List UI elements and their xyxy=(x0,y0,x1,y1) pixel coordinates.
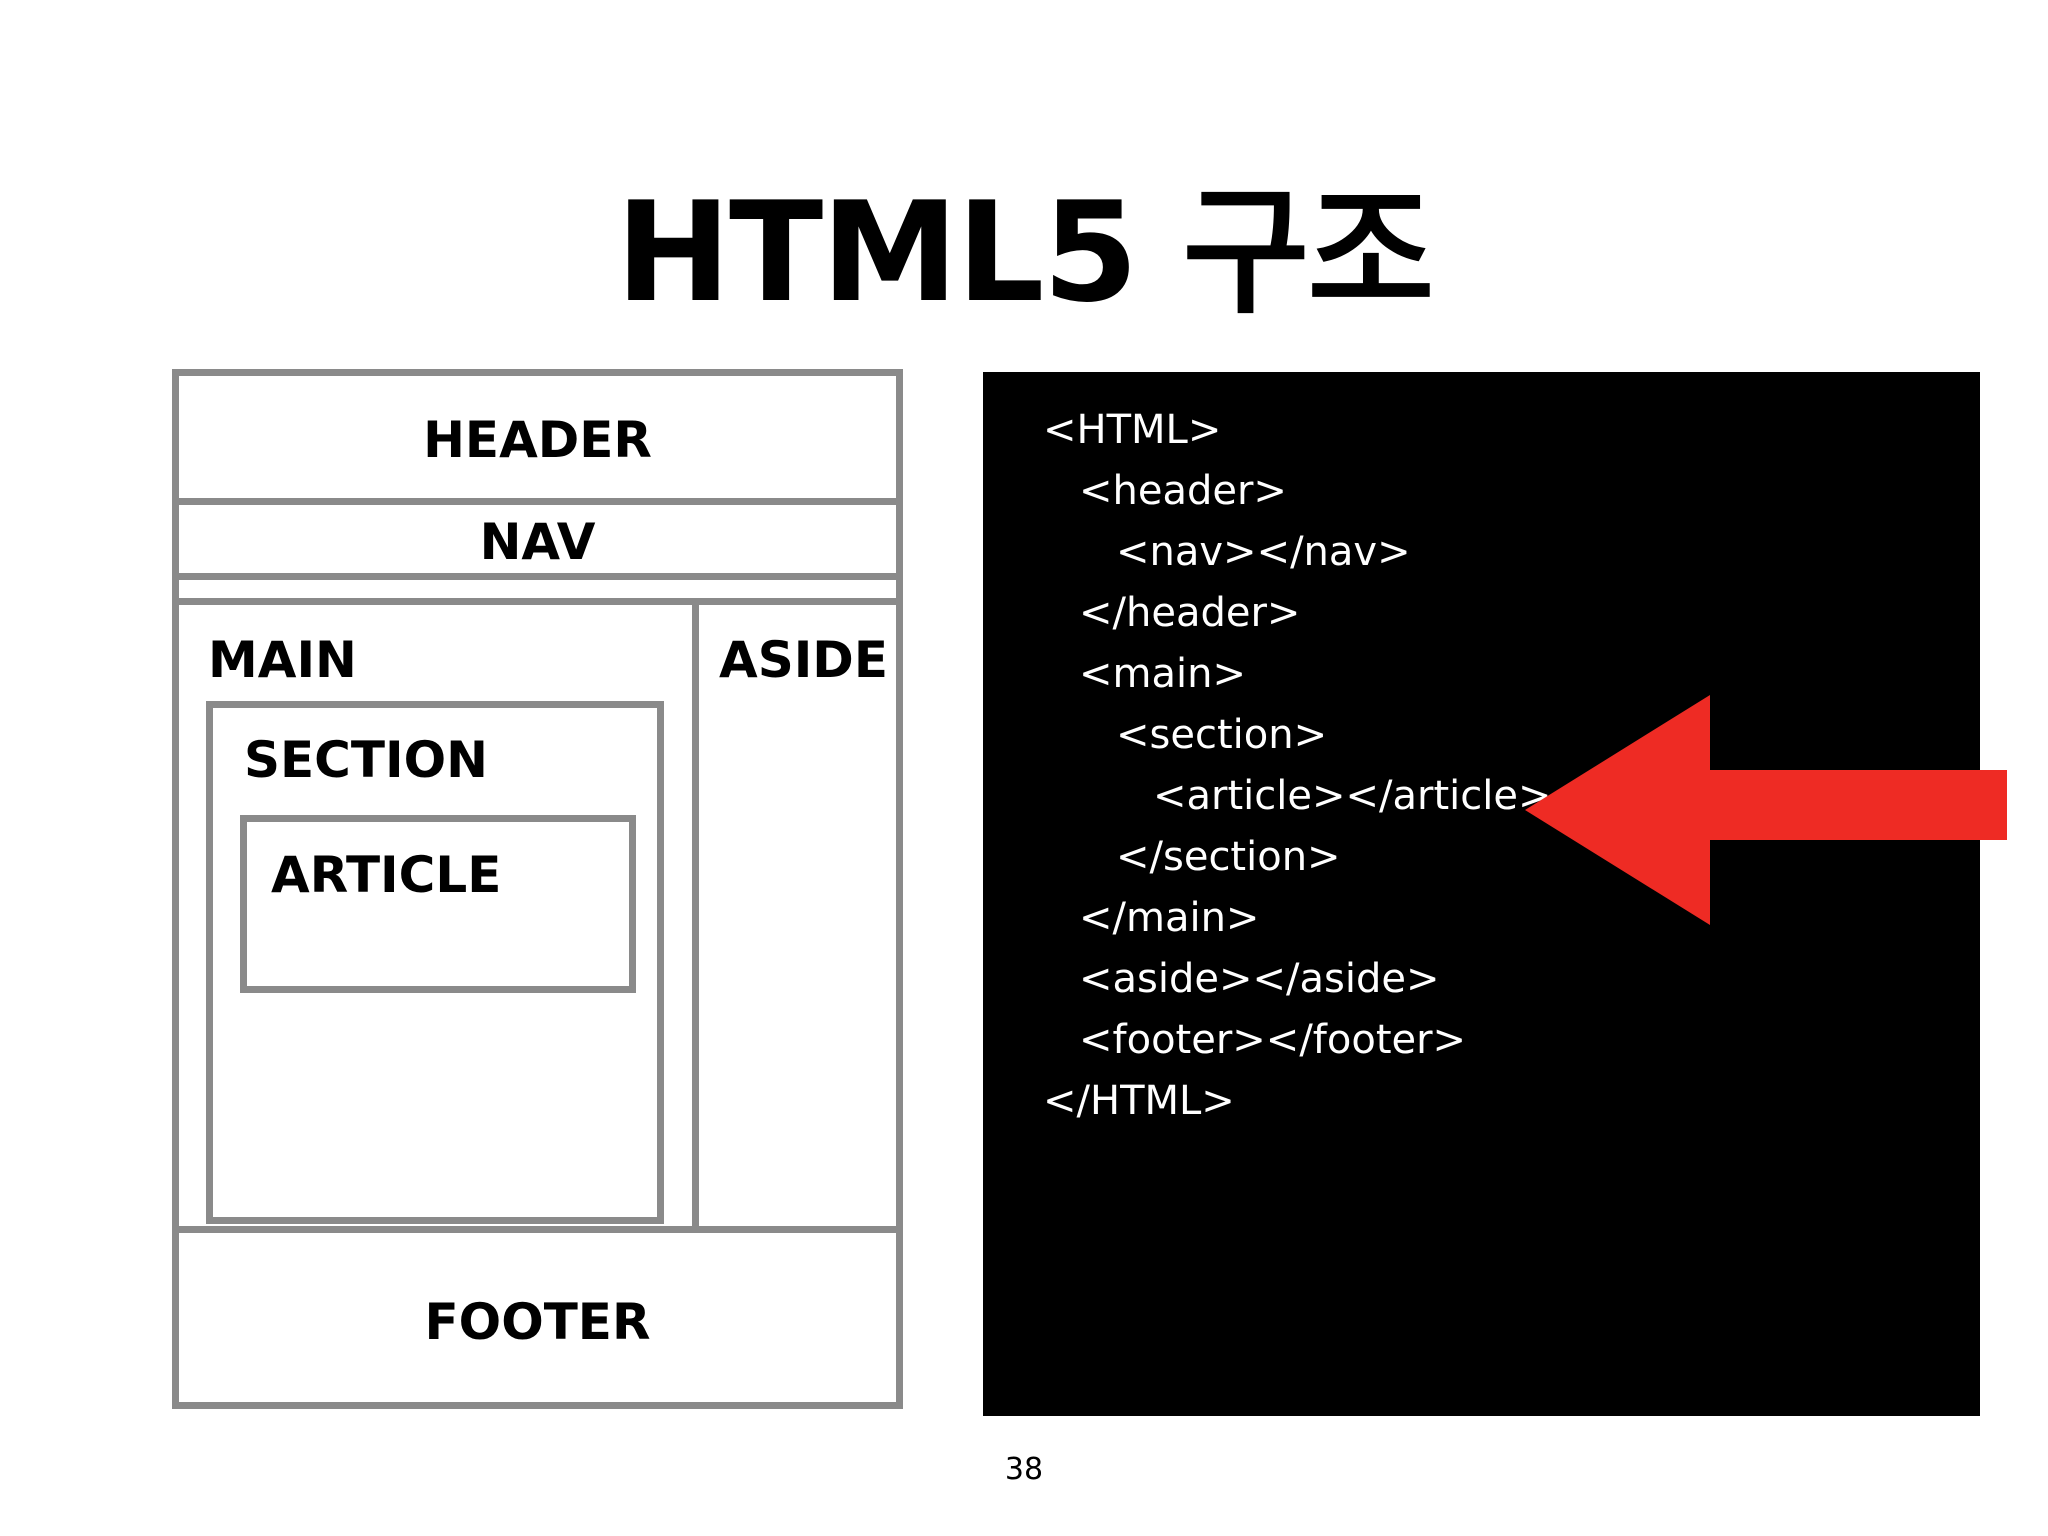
main-label: MAIN xyxy=(208,631,357,689)
nav-box: NAV xyxy=(172,498,903,580)
arrow-shape xyxy=(1525,695,2007,925)
article-label: ARTICLE xyxy=(271,846,502,904)
footer-label: FOOTER xyxy=(424,1293,651,1351)
footer-box: FOOTER xyxy=(172,1226,903,1409)
code-line-main-open: <main> xyxy=(1079,651,1246,697)
section-label: SECTION xyxy=(244,731,488,789)
aside-label: ASIDE xyxy=(719,631,888,689)
code-line-footer: <footer></footer> xyxy=(1079,1017,1467,1063)
header-label: HEADER xyxy=(423,411,652,469)
left-arrow-icon xyxy=(1525,695,2007,925)
header-box: HEADER xyxy=(172,369,903,505)
page-number: 38 xyxy=(1004,1452,1044,1487)
code-line-section-close: </section> xyxy=(1116,834,1341,880)
code-line-header-open: <header> xyxy=(1079,468,1287,514)
layout-diagram: HEADER NAV MAIN ASIDE SECTION ARTICLE FO… xyxy=(172,369,903,1409)
slide-title: HTML5 구조 xyxy=(615,172,1435,333)
code-line-article: <article></article> xyxy=(1153,773,1552,819)
code-panel: <HTML> <header> <nav></nav> </header> <m… xyxy=(983,372,1980,1416)
code-line-aside: <aside></aside> xyxy=(1079,956,1440,1002)
code-line-html-close: </HTML> xyxy=(1043,1078,1235,1124)
code-line-section-open: <section> xyxy=(1116,712,1328,758)
code-line-html-open: <HTML> xyxy=(1043,407,1222,453)
code-line-nav: <nav></nav> xyxy=(1116,529,1411,575)
aside-box: ASIDE xyxy=(692,598,903,1233)
nav-label: NAV xyxy=(479,513,596,571)
code-line-header-close: </header> xyxy=(1079,590,1301,636)
article-box: ARTICLE xyxy=(240,815,636,993)
code-line-main-close: </main> xyxy=(1079,895,1260,941)
